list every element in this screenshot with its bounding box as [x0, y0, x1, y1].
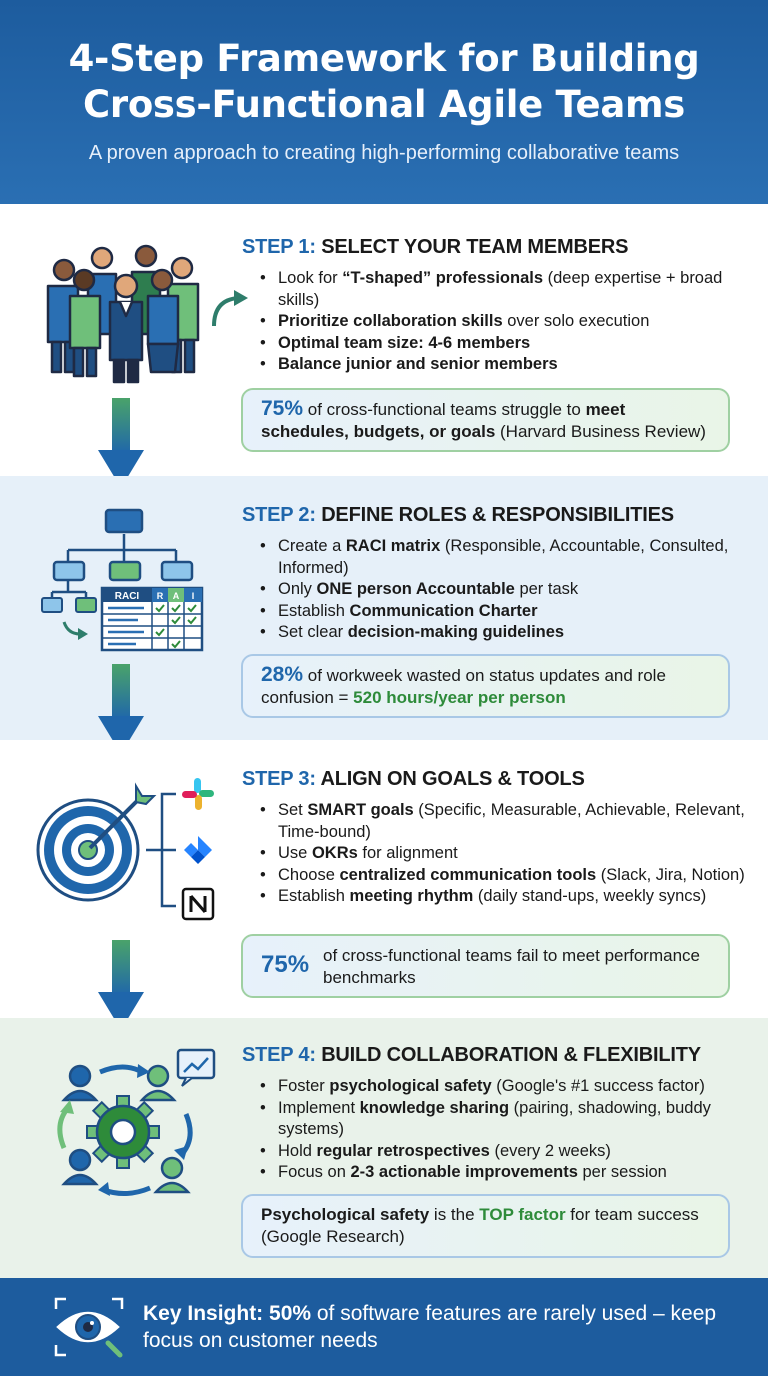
- title-line-2: Cross-Functional Agile Teams: [83, 83, 685, 126]
- key-insight-footer: Key Insight: 50% of software features ar…: [0, 1278, 768, 1376]
- step-3-title: STEP 3: ALIGN ON GOALS & TOOLS: [242, 768, 585, 790]
- step-1-section: STEP 1: SELECT YOUR TEAM MEMBERS Look fo…: [0, 204, 768, 488]
- notion-icon: [181, 887, 215, 921]
- list-item: Use OKRs for alignment: [258, 843, 748, 865]
- step-2-stat-box: 28% of workweek wasted on status updates…: [241, 654, 730, 718]
- step-3-section: STEP 3: ALIGN ON GOALS & TOOLS Set SMART…: [0, 740, 768, 1030]
- raci-col-r: R: [157, 591, 164, 601]
- collaboration-cycle-icon: [57, 1048, 216, 1196]
- team-group-icon: [46, 244, 200, 384]
- list-item: Hold regular retrospectives (every 2 wee…: [258, 1141, 748, 1163]
- list-item: Prioritize collaboration skills over sol…: [258, 311, 748, 333]
- list-item: Foster psychological safety (Google's #1…: [258, 1076, 748, 1098]
- list-item: Implement knowledge sharing (pairing, sh…: [258, 1098, 748, 1141]
- target-icon: [36, 782, 157, 902]
- list-item: Establish meeting rhythm (daily stand-up…: [258, 886, 748, 908]
- list-item: Choose centralized communication tools (…: [258, 865, 748, 887]
- step-4-section: STEP 4: BUILD COLLABORATION & FLEXIBILIT…: [0, 1018, 768, 1278]
- step-4-stat-box: Psychological safety is the TOP factor f…: [241, 1194, 730, 1258]
- step-2-bullets: Create a RACI matrix (Responsible, Accou…: [258, 536, 748, 644]
- list-item: Establish Communication Charter: [258, 601, 748, 623]
- key-insight-text: Key Insight: 50% of software features ar…: [143, 1302, 717, 1352]
- page-title: 4-Step Framework for Building Cross-Func…: [0, 0, 768, 128]
- step-4-title: STEP 4: BUILD COLLABORATION & FLEXIBILIT…: [242, 1044, 701, 1066]
- tools-connector-lines: [146, 792, 176, 908]
- step-4-bullets: Foster psychological safety (Google's #1…: [258, 1076, 748, 1184]
- list-item: Create a RACI matrix (Responsible, Accou…: [258, 536, 748, 579]
- raci-col-i: I: [192, 591, 195, 601]
- raci-label: RACI: [115, 591, 140, 602]
- list-item: Only ONE person Accountable per task: [258, 579, 748, 601]
- down-arrow-icon: [98, 664, 144, 754]
- header-banner: 4-Step Framework for Building Cross-Func…: [0, 0, 768, 204]
- list-item: Focus on 2-3 actionable improvements per…: [258, 1162, 748, 1184]
- list-item: Balance junior and senior members: [258, 354, 748, 376]
- eye-icon: [54, 1297, 124, 1358]
- org-chart-raci-icon: RACI R A I: [41, 508, 204, 652]
- title-line-1: 4-Step Framework for Building: [68, 37, 700, 80]
- jira-icon: [184, 836, 212, 864]
- raci-col-a: A: [173, 591, 180, 601]
- list-item: Set clear decision-making guidelines: [258, 622, 748, 644]
- step-3-bullets: Set SMART goals (Specific, Measurable, A…: [258, 800, 748, 908]
- curved-arrow-icon: [212, 290, 248, 327]
- down-arrow-icon: [98, 940, 144, 1030]
- page-subtitle: A proven approach to creating high-perfo…: [88, 142, 680, 164]
- step-2-section: RACI R A I STEP 2: DEFINE ROLES & RESPON…: [0, 476, 768, 754]
- step-2-title: STEP 2: DEFINE ROLES & RESPONSIBILITIES: [242, 504, 674, 526]
- list-item: Look for “T-shaped” professionals (deep …: [258, 268, 748, 311]
- step-1-bullets: Look for “T-shaped” professionals (deep …: [258, 268, 748, 376]
- step-1-stat-box: 75% of cross-functional teams struggle t…: [241, 388, 730, 452]
- list-item: Set SMART goals (Specific, Measurable, A…: [258, 800, 748, 843]
- slack-icon: [182, 778, 214, 810]
- step-3-stat-box: 75% of cross-functional teams fail to me…: [241, 934, 730, 998]
- down-arrow-icon: [98, 398, 144, 488]
- list-item: Optimal team size: 4-6 members: [258, 333, 748, 355]
- step-1-title: STEP 1: SELECT YOUR TEAM MEMBERS: [242, 236, 629, 258]
